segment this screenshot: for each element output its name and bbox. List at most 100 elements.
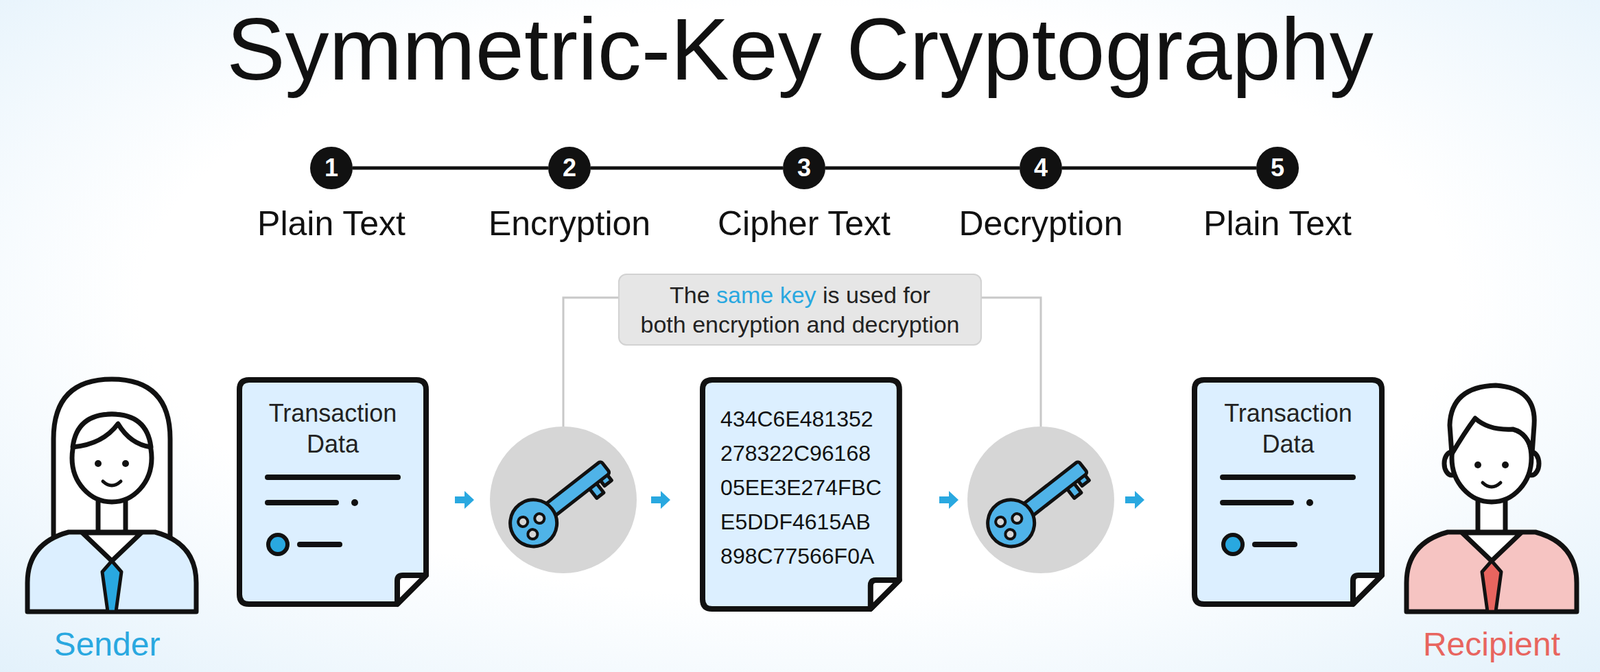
text-line — [1222, 474, 1354, 481]
collar — [82, 533, 142, 562]
text-line — [1222, 500, 1292, 506]
step-connector — [352, 166, 549, 171]
leader-line — [981, 297, 1041, 427]
flow-arrow — [939, 491, 959, 510]
callout-word: same — [716, 281, 774, 309]
callout-word: and — [806, 311, 846, 338]
callout-text: The same key is used for both encryption… — [640, 280, 960, 339]
smile — [102, 481, 121, 486]
step-node: 1Plain Text — [257, 146, 406, 245]
smile — [1482, 483, 1501, 488]
document-fold — [870, 580, 900, 610]
callout-word: key — [780, 281, 817, 309]
text-line — [267, 474, 398, 481]
key-ground — [967, 426, 1115, 574]
step-node: 4Decryption — [959, 146, 1124, 245]
seal-dot — [1223, 535, 1243, 555]
step-label: Cipher Text — [717, 203, 891, 245]
step-connector — [590, 166, 783, 171]
step-node: 2Encryption — [488, 146, 651, 245]
collar — [1462, 533, 1522, 562]
document-node: Transaction Data — [1191, 377, 1385, 608]
diagram-title: Symmetric-Key Cryptography — [0, 5, 1600, 94]
tie — [1481, 561, 1502, 613]
step-circle: 1 — [310, 146, 353, 190]
key-bow — [500, 490, 567, 556]
hair — [53, 379, 171, 549]
document-fold — [397, 575, 427, 605]
text-line — [299, 542, 340, 548]
key-ground — [489, 426, 637, 574]
key-shaft — [544, 461, 610, 517]
key-circle — [967, 426, 1115, 574]
callout-word: encryption — [692, 311, 800, 338]
step-number: 1 — [324, 155, 339, 181]
document-title: Transaction Data — [268, 377, 398, 460]
callout-word: used — [845, 281, 897, 309]
key-circle — [489, 426, 637, 574]
document-lines — [1222, 477, 1354, 555]
callout-word: for — [902, 281, 931, 309]
step-number: 4 — [1033, 155, 1048, 181]
recipient-figure — [1406, 385, 1577, 613]
key-hole — [533, 511, 547, 526]
callout-word: both — [640, 311, 686, 338]
document-node: 434C6E481352 278322C96168 05EE3E274FBC E… — [699, 377, 903, 613]
document-node: Transaction Data — [236, 377, 429, 608]
seal-dot — [268, 535, 288, 555]
person-label: Recipient — [1422, 625, 1561, 665]
flow-arrow — [1125, 491, 1145, 510]
text-line — [267, 500, 337, 506]
callout-word: The — [669, 281, 711, 309]
callout-box: The same key is used for both encryption… — [618, 273, 982, 346]
eye — [1501, 461, 1509, 469]
text-line — [1254, 542, 1295, 548]
step-node: 5Plain Text — [1203, 146, 1352, 245]
fringe — [72, 414, 151, 448]
shirt — [1406, 532, 1577, 613]
sender-figure — [27, 379, 197, 613]
step-number: 3 — [797, 155, 811, 181]
eye — [94, 460, 102, 468]
step-label: Decryption — [959, 203, 1124, 245]
key-hole — [515, 515, 530, 529]
step-number: 5 — [1270, 155, 1285, 181]
key-bow — [978, 490, 1044, 556]
flow-arrow — [651, 491, 671, 510]
flow-arrow — [454, 491, 475, 510]
step-circle: 3 — [782, 146, 826, 190]
shirt — [27, 532, 197, 613]
step-circle: 5 — [1256, 146, 1299, 190]
step-node: 3Cipher Text — [717, 146, 891, 245]
leader-line — [563, 297, 619, 427]
document-lines — [267, 477, 398, 555]
hair — [1449, 385, 1535, 455]
key-hole — [1010, 511, 1025, 526]
key-hole — [1003, 527, 1018, 542]
step-circle: 2 — [548, 146, 591, 190]
person-label: Sender — [54, 625, 161, 665]
text-dot — [351, 499, 359, 507]
step-connector — [825, 166, 1020, 171]
step-connector — [1062, 166, 1257, 171]
text-dot — [1306, 499, 1314, 507]
document-title: Transaction Data — [1224, 377, 1353, 460]
step-circle: 4 — [1019, 146, 1063, 190]
eye — [1474, 461, 1482, 469]
step-label: Plain Text — [257, 203, 406, 245]
key-hole — [526, 527, 540, 542]
key-shaft — [1022, 461, 1088, 517]
eye — [122, 460, 129, 468]
cipher-text: 434C6E481352 278322C96168 05EE3E274FBC E… — [720, 377, 882, 574]
callout-word: decryption — [852, 311, 960, 338]
document-fold — [1353, 575, 1382, 605]
face — [72, 414, 152, 503]
step-label: Encryption — [488, 203, 651, 245]
key-hole — [993, 515, 1008, 529]
callout-word: is — [822, 281, 840, 309]
step-number: 2 — [562, 155, 577, 181]
tie — [102, 561, 122, 613]
